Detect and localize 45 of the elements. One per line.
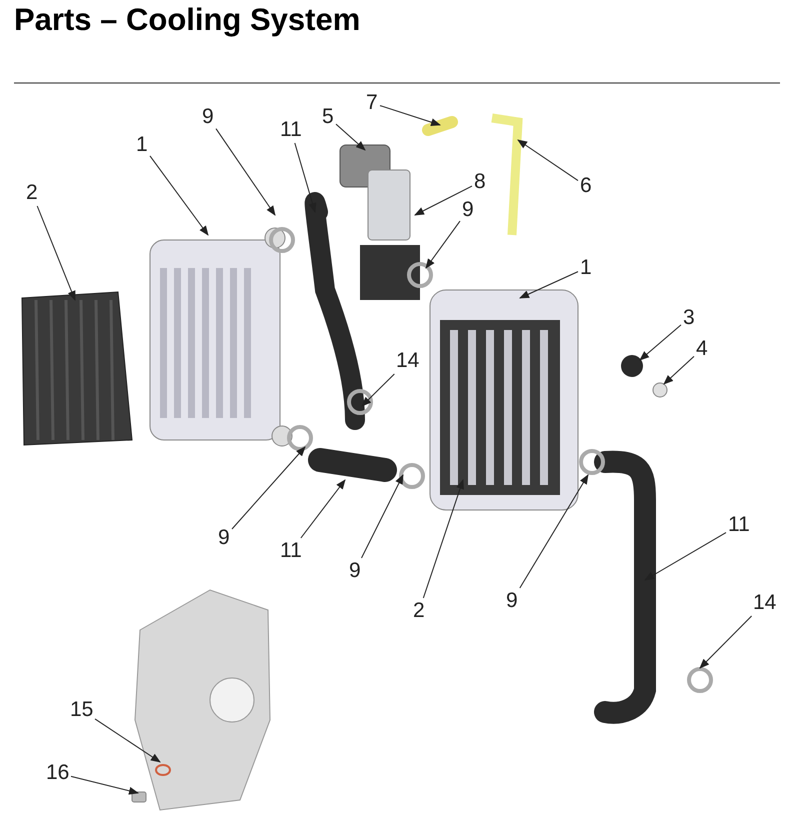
callout-number: 2 bbox=[26, 182, 38, 204]
leader-line bbox=[425, 220, 460, 269]
callout-number: 1 bbox=[136, 134, 148, 156]
leader-line bbox=[70, 776, 139, 795]
callout-number: 8 bbox=[474, 171, 486, 193]
leader-line bbox=[336, 124, 366, 151]
callout-number: 11 bbox=[280, 540, 302, 562]
leader-line bbox=[216, 128, 276, 216]
leader-line bbox=[699, 616, 752, 669]
page-title: Parts – Cooling System bbox=[14, 2, 360, 38]
leader-line bbox=[300, 479, 346, 538]
callout-number: 16 bbox=[46, 762, 70, 784]
callout-number: 2 bbox=[413, 600, 425, 622]
callout-number: 14 bbox=[396, 350, 420, 372]
callout-number: 11 bbox=[280, 119, 302, 141]
leader-line bbox=[150, 155, 209, 236]
leader-line bbox=[414, 186, 472, 216]
leader-line bbox=[519, 474, 589, 588]
leader-line bbox=[232, 446, 306, 530]
callout-number: 14 bbox=[753, 592, 776, 614]
callout-number: 9 bbox=[349, 560, 361, 582]
callout-number: 9 bbox=[202, 106, 214, 128]
callout-number: 11 bbox=[728, 514, 750, 536]
leader-line bbox=[517, 139, 578, 182]
leader-line bbox=[361, 474, 404, 558]
callout-number: 5 bbox=[322, 106, 334, 128]
leader-line bbox=[519, 271, 578, 298]
callout-number: 9 bbox=[462, 199, 474, 221]
leader-line bbox=[644, 532, 726, 580]
callout-number: 6 bbox=[580, 175, 592, 197]
leader-line bbox=[294, 142, 316, 213]
leader-line bbox=[639, 324, 682, 361]
leader-line bbox=[380, 105, 441, 126]
leader-line bbox=[663, 356, 694, 385]
leader-line bbox=[361, 374, 395, 407]
callout-number: 4 bbox=[696, 338, 708, 360]
callout-number: 1 bbox=[580, 257, 592, 279]
callout-number: 7 bbox=[366, 92, 378, 114]
leader-line bbox=[422, 479, 464, 598]
callout-number: 3 bbox=[683, 307, 695, 329]
callout-number: 9 bbox=[506, 590, 518, 612]
callout-number: 15 bbox=[70, 699, 94, 721]
leader-line bbox=[94, 718, 161, 763]
callout-number: 9 bbox=[218, 527, 230, 549]
leader-line bbox=[36, 206, 76, 301]
